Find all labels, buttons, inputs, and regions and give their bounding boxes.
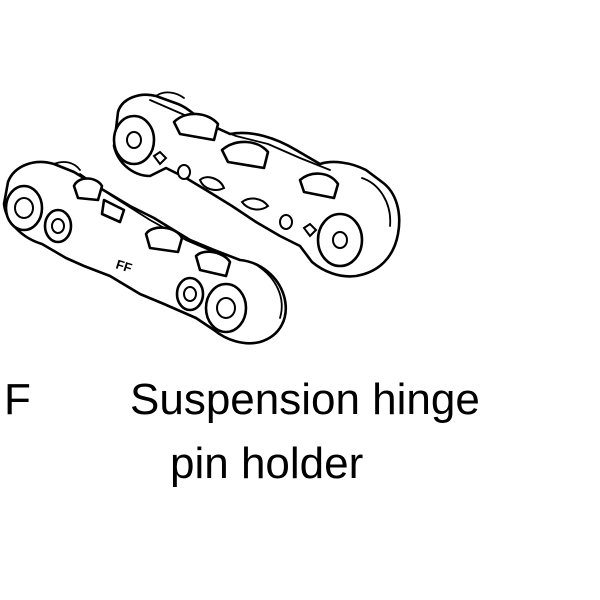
hinge-pin-holder-illustration: FF [2, 91, 401, 345]
front-hinge-pin-holder: FF [2, 160, 287, 345]
part-letter: F [4, 375, 31, 424]
caption-line-2: pin holder [170, 439, 364, 488]
rear-hinge-pin-holder [112, 91, 401, 278]
caption-line-1: Suspension hinge [130, 375, 480, 424]
part-marking-text: FF [114, 257, 134, 276]
